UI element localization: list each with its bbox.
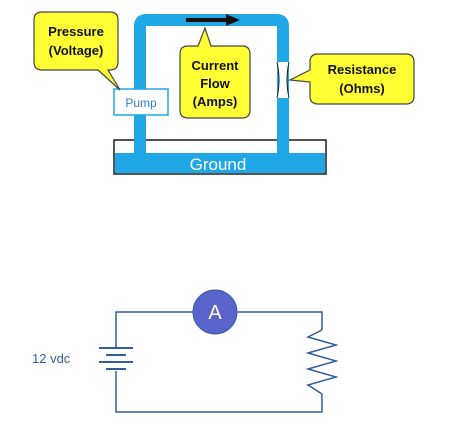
battery-symbol (99, 347, 133, 370)
circuit: 12 vdc A (32, 289, 339, 413)
flow-arrow-head (226, 14, 240, 26)
pipe-restriction (277, 62, 289, 98)
wire-right-top (237, 311, 323, 330)
callout-resistance: Resistance (Ohms) (287, 53, 415, 105)
callout-resistance-line-1: Resistance (328, 62, 397, 77)
callout-current-line-3: (Amps) (193, 94, 238, 109)
callout-current-bubble (179, 26, 251, 119)
ground-water (115, 153, 325, 173)
pump-box (113, 88, 169, 116)
ammeter-circle (192, 289, 238, 335)
ammeter: A (192, 289, 238, 335)
ground-tank: Ground (113, 139, 327, 175)
wire-left-top (115, 311, 193, 348)
callout-pressure-bubble (33, 11, 121, 91)
callout-pressure: Pressure (Voltage) (33, 11, 121, 91)
callout-pressure-line-1: Pressure (48, 24, 104, 39)
ammeter-label: A (208, 302, 222, 324)
callout-current-line-1: Current (192, 58, 240, 73)
resistor-symbol (305, 329, 339, 395)
callout-current-line-2: Flow (200, 76, 230, 91)
wire-bottom (115, 371, 323, 413)
callout-resistance-line-2: (Ohms) (339, 81, 385, 96)
pipe-restriction-outline (276, 61, 290, 99)
pump-label: Pump (125, 96, 157, 110)
callout-resistance-bubble (287, 53, 415, 105)
callout-pressure-line-2: (Voltage) (49, 43, 104, 58)
ground-label: Ground (190, 155, 247, 174)
pump: Pump (113, 88, 169, 116)
callout-current: Current Flow (Amps) (179, 26, 251, 119)
source-voltage-label: 12 vdc (32, 351, 71, 366)
flow-arrow (186, 14, 240, 26)
